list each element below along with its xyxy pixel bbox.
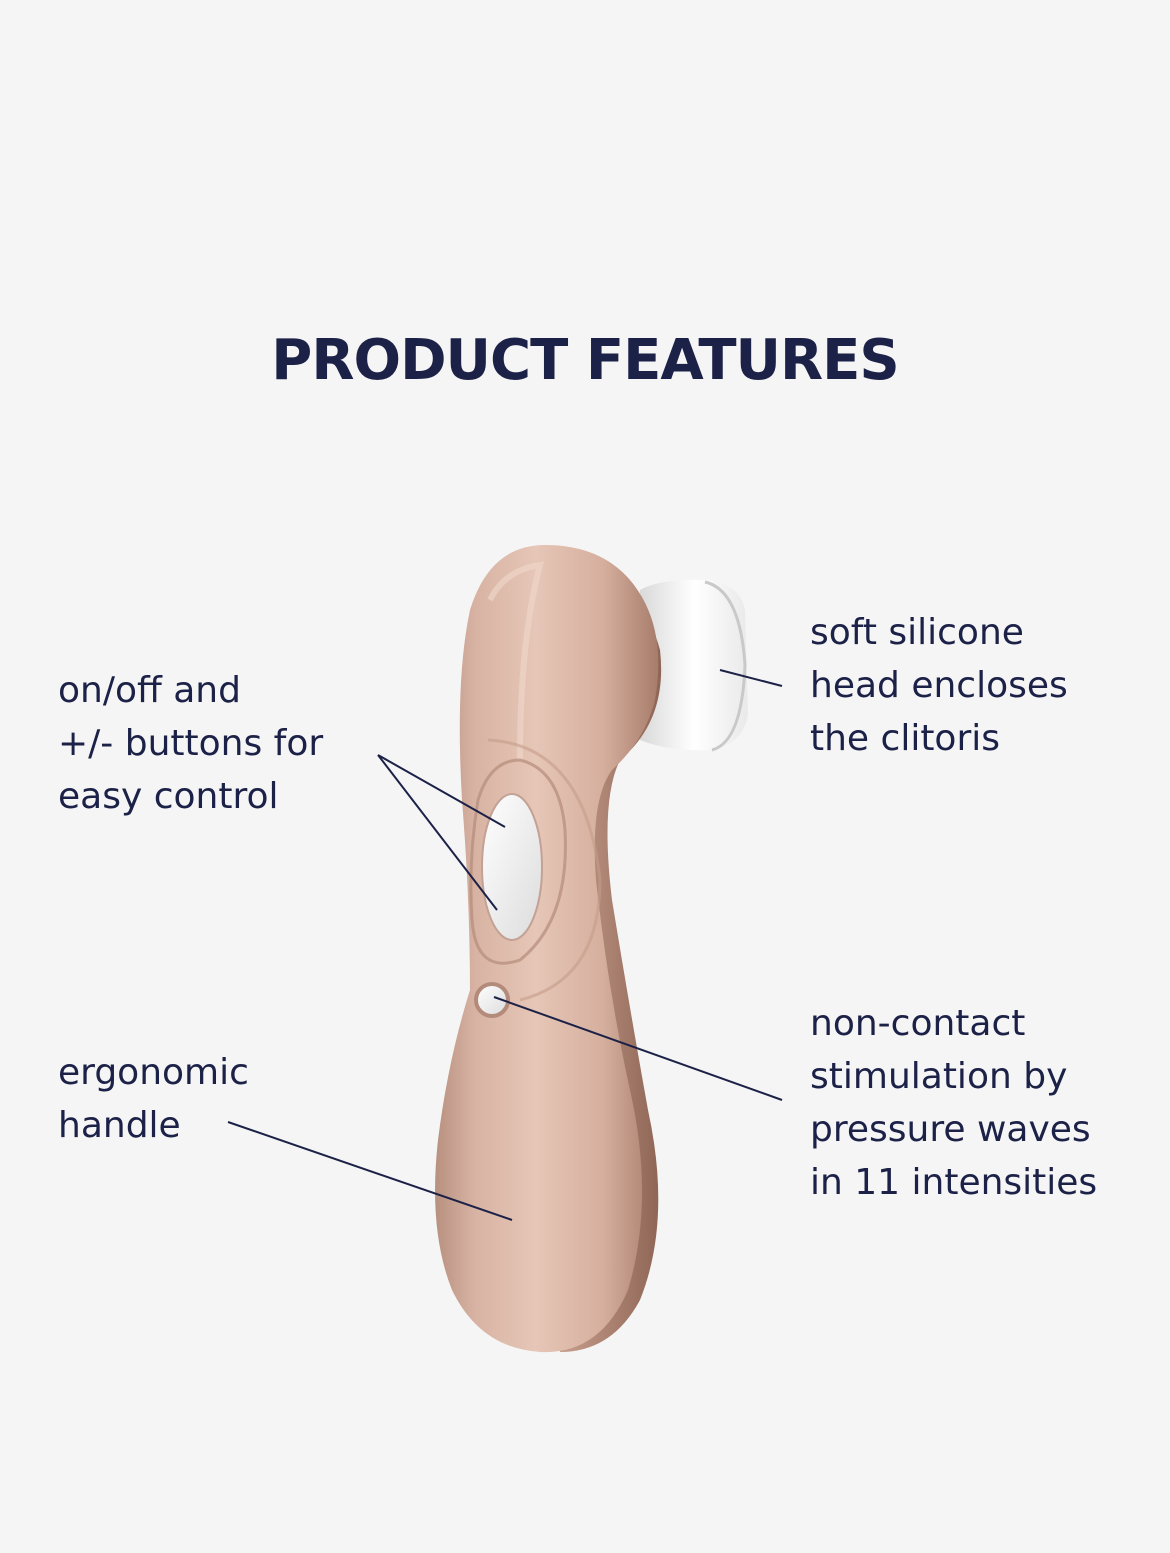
callout-noncontact-line-1: non-contact — [810, 1003, 1026, 1044]
callout-noncontact-line-3: pressure waves — [810, 1109, 1091, 1150]
callout-handle-line-1: ergonomic — [58, 1052, 249, 1093]
callout-head-line-3: the clitoris — [810, 718, 1001, 759]
callout-buttons-line-2: +/- buttons for — [58, 723, 324, 764]
leader-lines — [227, 669, 783, 1221]
callout-head-line-2: head encloses — [810, 665, 1068, 706]
page-title: PRODUCT FEATURES — [271, 328, 899, 393]
callout-noncontact-line-4: in 11 intensities — [810, 1162, 1098, 1203]
callout-handle-line-2: handle — [58, 1105, 181, 1146]
callout-buttons: on/off and +/- buttons for easy control — [58, 664, 323, 823]
callout-noncontact: non-contact stimulation by pressure wave… — [810, 997, 1097, 1209]
body-main — [435, 545, 659, 1353]
callout-noncontact-line-2: stimulation by — [810, 1056, 1068, 1097]
callout-head: soft silicone head encloses the clitoris — [810, 606, 1068, 765]
callout-head-line-1: soft silicone — [810, 612, 1024, 653]
on-off-button — [474, 982, 510, 1018]
silicone-head — [640, 579, 748, 752]
callout-buttons-line-3: easy control — [58, 776, 279, 817]
plus-minus-button — [481, 793, 543, 941]
callout-handle: ergonomic handle — [58, 1046, 249, 1152]
callout-buttons-line-1: on/off and — [58, 670, 241, 711]
